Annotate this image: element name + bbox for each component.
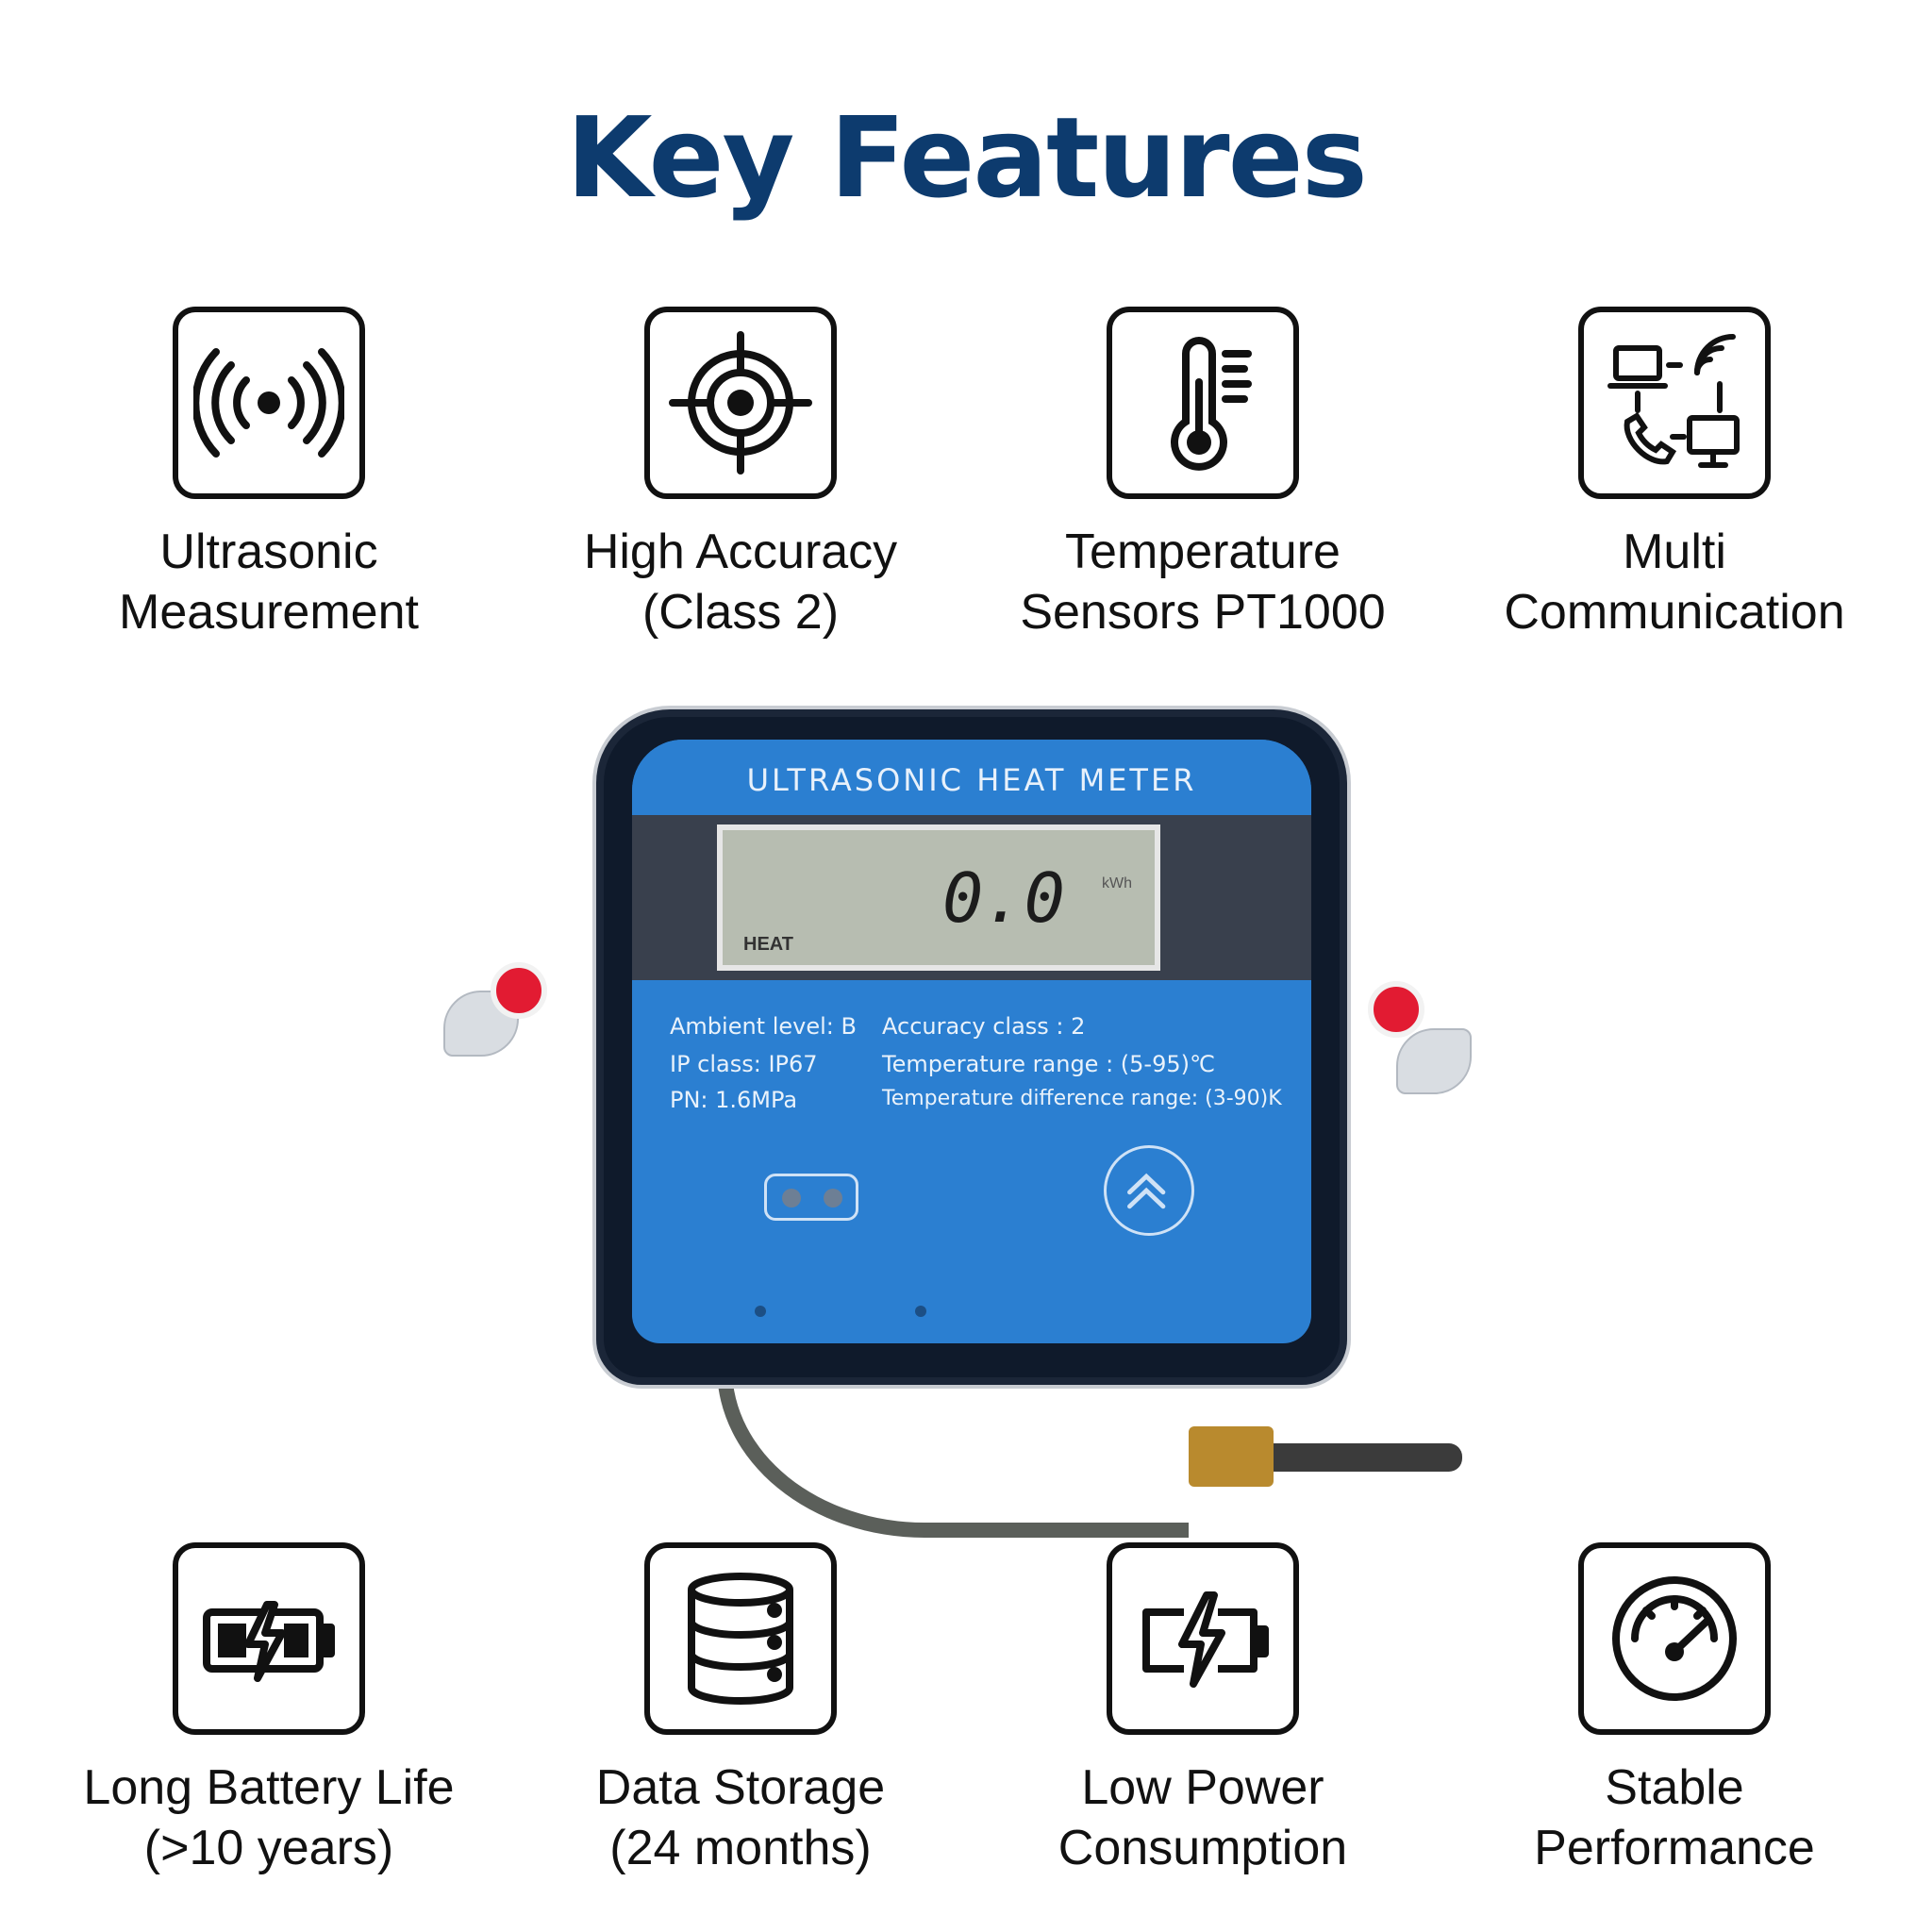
spec-accuracy: Accuracy class : 2 bbox=[882, 1013, 1086, 1040]
feature-label-line2: (Class 2) bbox=[641, 585, 840, 640]
optical-port-icon bbox=[764, 1174, 858, 1221]
feature-stable-performance: Stable Performance bbox=[1448, 1542, 1901, 1878]
feature-label-line2: (>10 years) bbox=[143, 1821, 394, 1875]
probe-fitting bbox=[1189, 1426, 1274, 1487]
target-crosshair-icon bbox=[644, 307, 837, 499]
page-title: Key Features bbox=[566, 92, 1368, 223]
feature-temperature: Temperature Sensors PT1000 bbox=[976, 307, 1429, 642]
feature-label-line2: Performance bbox=[1534, 1821, 1815, 1875]
feature-label-line1: Low Power bbox=[1081, 1760, 1324, 1815]
gauge-icon bbox=[1578, 1542, 1771, 1735]
lcd-display: 0.0 kWh HEAT bbox=[717, 824, 1160, 971]
spec-temp-range: Temperature range : (5-95)℃ bbox=[882, 1051, 1215, 1077]
meter-housing: ULTRASONIC HEAT METER 0.0 kWh HEAT Ambie… bbox=[604, 717, 1340, 1377]
network-communication-icon bbox=[1578, 307, 1771, 499]
temperature-probe bbox=[1274, 1443, 1462, 1472]
feature-label-line1: Multi bbox=[1623, 525, 1726, 579]
spec-ambient: Ambient level: B bbox=[670, 1013, 857, 1040]
spec-pn: PN: 1.6MPa bbox=[670, 1087, 798, 1113]
chevron-up-button-icon bbox=[1104, 1145, 1194, 1236]
feature-label-line2: Communication bbox=[1504, 585, 1845, 640]
spec-ip: IP class: IP67 bbox=[670, 1051, 818, 1077]
feature-label-line2: (24 months) bbox=[609, 1821, 872, 1875]
feature-label-line2: Sensors PT1000 bbox=[1020, 585, 1386, 640]
feature-ultrasonic: Ultrasonic Measurement bbox=[42, 307, 495, 642]
thermometer-icon bbox=[1107, 307, 1299, 499]
battery-charging-icon bbox=[173, 1542, 365, 1735]
feature-communication: Multi Communication bbox=[1448, 307, 1901, 642]
feature-label-line1: Temperature bbox=[1065, 525, 1341, 579]
display-panel: 0.0 kWh HEAT bbox=[632, 815, 1311, 980]
lcd-heat-label: HEAT bbox=[743, 934, 793, 955]
spec-temp-diff: Temperature difference range: (3-90)K bbox=[882, 1087, 1282, 1110]
heat-meter-photo: ULTRASONIC HEAT METER 0.0 kWh HEAT Ambie… bbox=[425, 698, 1509, 1538]
indicator-dot bbox=[915, 1306, 926, 1317]
lcd-unit: kWh bbox=[1102, 875, 1132, 891]
feature-label-line1: Stable bbox=[1605, 1760, 1744, 1815]
right-valve bbox=[1358, 981, 1472, 1104]
feature-label-line2: Consumption bbox=[1058, 1821, 1348, 1875]
database-storage-icon bbox=[644, 1542, 837, 1735]
feature-label-line1: High Accuracy bbox=[583, 525, 898, 579]
meter-header: ULTRASONIC HEAT METER bbox=[632, 740, 1311, 815]
feature-label-line2: Measurement bbox=[119, 585, 419, 640]
low-power-battery-icon bbox=[1107, 1542, 1299, 1735]
feature-accuracy: High Accuracy (Class 2) bbox=[514, 307, 967, 642]
feature-label-line1: Long Battery Life bbox=[83, 1760, 455, 1815]
lcd-value: 0.0 bbox=[941, 858, 1065, 938]
feature-battery-life: Long Battery Life (>10 years) bbox=[42, 1542, 495, 1878]
meter-face: ULTRASONIC HEAT METER 0.0 kWh HEAT Ambie… bbox=[632, 740, 1311, 1343]
feature-low-power: Low Power Consumption bbox=[976, 1542, 1429, 1878]
ultrasonic-waves-icon bbox=[173, 307, 365, 499]
feature-label-line1: Ultrasonic bbox=[159, 525, 378, 579]
feature-label-line1: Data Storage bbox=[595, 1760, 886, 1815]
indicator-dot bbox=[755, 1306, 766, 1317]
sensor-cable bbox=[717, 1358, 1189, 1538]
feature-data-storage: Data Storage (24 months) bbox=[514, 1542, 967, 1878]
left-valve bbox=[443, 953, 557, 1075]
